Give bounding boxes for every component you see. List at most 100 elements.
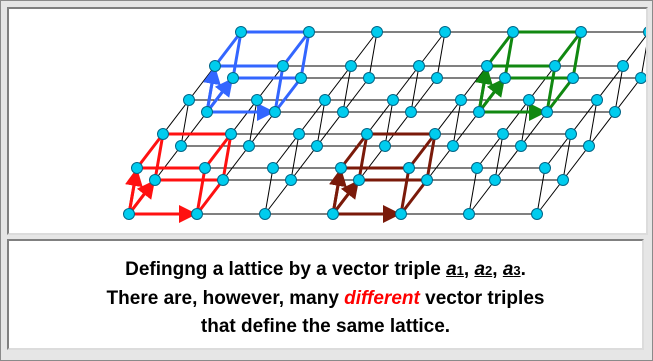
lattice-atom <box>421 174 433 186</box>
lattice-line <box>248 99 258 147</box>
lattice-atom <box>175 140 187 152</box>
cell-brown-vector <box>329 167 347 215</box>
cell-red-vector <box>127 179 157 215</box>
lattice-atom <box>363 72 375 84</box>
lattice-atom <box>387 94 399 106</box>
lattice-atom <box>583 140 595 152</box>
lattice-atom <box>267 162 279 174</box>
lattice-atom <box>235 26 247 38</box>
lattice-atom <box>489 174 501 186</box>
lattice-atom <box>285 174 297 186</box>
cell-green-vector <box>475 65 493 113</box>
lattice-atom <box>311 140 323 152</box>
lattice-atom <box>295 72 307 84</box>
lattice-atom <box>447 140 459 152</box>
lattice-atom <box>157 128 169 140</box>
lattice-atom <box>531 208 543 220</box>
lattice-line <box>468 167 478 215</box>
cell-blue-edge <box>213 30 243 68</box>
cell-brown-edge <box>399 166 411 216</box>
lattice-atom <box>515 140 527 152</box>
cell-red-edge <box>195 178 225 216</box>
lattice-atom <box>371 26 383 38</box>
caption-line-3: that define the same lattice. <box>200 316 451 337</box>
cell-red-edge <box>135 132 165 170</box>
lattice-atom <box>149 174 161 186</box>
lattice-atom <box>209 60 221 72</box>
lattice-atom <box>345 60 357 72</box>
lattice-line <box>562 133 572 181</box>
lattice-atom <box>361 128 373 140</box>
lattice-line <box>614 65 624 113</box>
lattice-atom <box>557 174 569 186</box>
lattice-atom <box>319 94 331 106</box>
lattice-line <box>368 31 378 79</box>
vector-a1: a1 <box>446 259 464 280</box>
cell-blue-edge <box>299 30 311 80</box>
caption-line-1: Defingng a lattice by a vector triple a1… <box>125 259 526 280</box>
lattice-line <box>290 133 300 181</box>
cell-blue-edge <box>231 30 243 80</box>
lattice-figure <box>7 7 648 235</box>
lattice-atom <box>481 60 493 72</box>
vector-a3: a3 <box>502 259 521 280</box>
lattice-atom <box>499 72 511 84</box>
lattice-diagram <box>123 26 646 223</box>
lattice-atom <box>575 26 587 38</box>
lattice-atom <box>507 26 519 38</box>
cell-green-edge <box>545 64 557 114</box>
lattice-atom <box>227 72 239 84</box>
lattice-atom <box>497 128 509 140</box>
lattice-line <box>452 99 462 147</box>
caption-panel: Defingng a lattice by a vector triple a1… <box>7 239 644 350</box>
lattice-line <box>640 46 646 79</box>
cell-blue-vector <box>203 65 221 113</box>
cell-green-edge <box>503 30 515 80</box>
lattice-atom <box>395 208 407 220</box>
cell-brown-edge <box>357 132 369 182</box>
lattice-atom <box>541 106 553 118</box>
cell-brown-edge <box>425 132 437 182</box>
lattice-atom <box>413 60 425 72</box>
lattice-line <box>264 167 274 215</box>
cell-green-edge <box>571 30 583 80</box>
lattice-line <box>180 99 190 147</box>
lattice-line <box>342 65 352 113</box>
lattice-atom <box>259 208 271 220</box>
cell-brown-edge <box>339 132 369 170</box>
cell-red-edge <box>203 132 233 170</box>
lattice-atom <box>251 94 263 106</box>
lattice-atom <box>405 106 417 118</box>
lattice-atom <box>337 106 349 118</box>
caption-line-2: There are, however, many different vecto… <box>106 288 545 309</box>
lattice-atom <box>455 94 467 106</box>
lattice-atom <box>429 128 441 140</box>
caption-text: Defingng a lattice by a vector triple <box>125 259 447 280</box>
lattice-atom <box>635 72 646 84</box>
cell-red-vector <box>125 167 143 215</box>
lattice-atom <box>327 208 339 220</box>
lattice-line <box>520 99 530 147</box>
lattice-atom <box>471 162 483 174</box>
cell-brown-edge <box>399 178 429 216</box>
cell-blue-edge <box>273 64 285 114</box>
lattice-atom <box>335 162 347 174</box>
lattice-line <box>536 167 546 215</box>
lattice-atom <box>539 162 551 174</box>
lattice-atom <box>643 26 646 38</box>
lattice-line <box>436 31 446 79</box>
cell-brown-edge <box>407 132 437 170</box>
lattice-atom <box>199 162 211 174</box>
lattice-atom <box>277 60 289 72</box>
lattice-atom <box>431 72 443 84</box>
cell-blue-edge <box>273 76 303 114</box>
vector-a2: a2 <box>474 259 493 280</box>
lattice-atom <box>567 72 579 84</box>
lattice-atom <box>225 128 237 140</box>
lattice-atom <box>243 140 255 152</box>
lattice-atom <box>523 94 535 106</box>
lattice-atom <box>353 174 365 186</box>
lattice-atom <box>549 60 561 72</box>
cell-green-edge <box>485 30 515 68</box>
